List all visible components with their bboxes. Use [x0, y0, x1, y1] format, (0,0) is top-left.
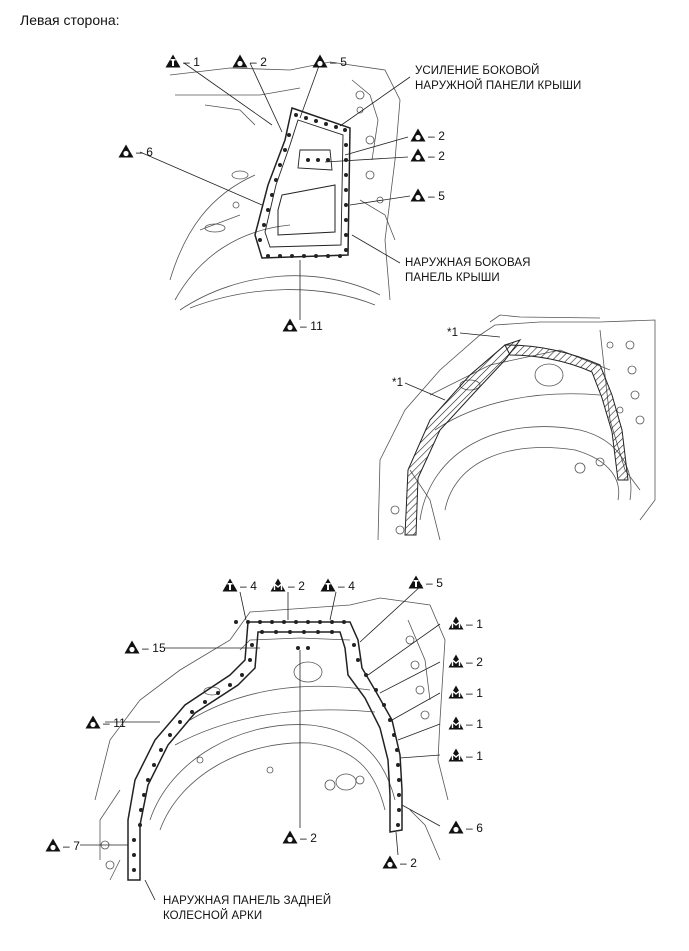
marker-text: – 1: [466, 717, 483, 731]
marker-text: – 2: [428, 129, 445, 143]
marker-text: – 1: [466, 686, 483, 700]
bottom-marker: – 4: [222, 578, 257, 595]
marker-text: – 1: [466, 749, 483, 763]
bottom-marker: – 2: [448, 654, 483, 671]
oval-weld-icon: [124, 640, 140, 657]
bottom-marker: – 6: [448, 820, 483, 837]
oval-weld-icon: [45, 838, 61, 855]
oval-weld-icon: [118, 144, 134, 161]
m-symbol-icon: [448, 654, 464, 671]
oval-weld-icon: [410, 128, 426, 145]
bottom-marker: – 4: [320, 578, 355, 595]
bottom-marker: – 1: [448, 685, 483, 702]
marker-text: – 11: [300, 319, 323, 333]
t-symbol-icon: [408, 575, 424, 592]
m-symbol-icon: [448, 748, 464, 765]
star-label-b: *1: [392, 377, 404, 389]
marker-text: – 15: [142, 641, 166, 655]
marker-text: – 4: [338, 579, 355, 593]
marker-text: – 2: [250, 55, 267, 69]
top-marker: – 6: [118, 144, 153, 161]
marker-text: – 2: [466, 655, 483, 669]
marker-text: – 7: [63, 839, 80, 853]
side-heading: Левая сторона:: [20, 12, 120, 28]
m-symbol-icon: [448, 685, 464, 702]
wheel-arch-panel-label: НАРУЖНАЯ ПАНЕЛЬ ЗАДНЕЙ КОЛЕСНОЙ АРКИ: [163, 895, 332, 922]
oval-weld-icon: [232, 54, 248, 71]
oval-weld-icon: [448, 820, 464, 837]
marker-text: – 11: [103, 716, 126, 730]
oval-weld-icon: [85, 715, 101, 732]
m-symbol-icon: [448, 716, 464, 733]
oval-weld-icon: [282, 830, 298, 847]
bottom-marker: – 1: [448, 716, 483, 733]
marker-text: – 4: [240, 579, 257, 593]
hatched-region: [404, 339, 522, 536]
reinforcement-label: УСИЛЕНИЕ БОКОВОЙ НАРУЖНОЙ ПАНЕЛИ КРЫШИ: [415, 65, 582, 92]
marker-text: – 6: [136, 145, 153, 159]
top-marker: – 5: [410, 188, 445, 205]
marker-text: – 2: [400, 856, 417, 870]
bottom-marker: – 2: [382, 855, 417, 872]
marker-text: – 2: [288, 579, 305, 593]
marker-text: – 5: [426, 576, 443, 590]
top-marker: – 5: [312, 54, 347, 71]
bottom-marker: – 11: [85, 715, 126, 732]
oval-weld-icon: [410, 148, 426, 165]
bottom-marker: – 1: [448, 748, 483, 765]
top-marker: – 11: [282, 318, 323, 335]
m-symbol-icon: [448, 616, 464, 633]
oval-weld-icon: [312, 54, 328, 71]
oval-weld-icon: [282, 318, 298, 335]
bottom-marker: – 7: [45, 838, 80, 855]
marker-text: – 2: [300, 831, 317, 845]
marker-text: – 5: [330, 55, 347, 69]
oval-weld-icon: [382, 855, 398, 872]
bottom-marker: – 2: [270, 578, 305, 595]
top-marker: – 1: [165, 54, 200, 71]
outer-roof-panel-label: НАРУЖНАЯ БОКОВАЯ ПАНЕЛЬ КРЫШИ: [405, 257, 531, 284]
marker-text: – 5: [428, 189, 445, 203]
marker-text: – 6: [466, 821, 483, 835]
t-symbol-icon: [165, 54, 181, 71]
oval-weld-icon: [410, 188, 426, 205]
marker-text: – 1: [183, 55, 200, 69]
star-label-a: *1: [447, 327, 459, 339]
bottom-marker: – 2: [282, 830, 317, 847]
top-marker: – 2: [410, 148, 445, 165]
m-symbol-icon: [270, 578, 286, 595]
top-marker: – 2: [410, 128, 445, 145]
bottom-marker: – 15: [124, 640, 166, 657]
t-symbol-icon: [222, 578, 238, 595]
top-marker: – 2: [232, 54, 267, 71]
marker-text: – 2: [428, 149, 445, 163]
t-symbol-icon: [320, 578, 336, 595]
bottom-marker: – 1: [448, 616, 483, 633]
marker-text: – 1: [466, 617, 483, 631]
bottom-marker: – 5: [408, 575, 443, 592]
